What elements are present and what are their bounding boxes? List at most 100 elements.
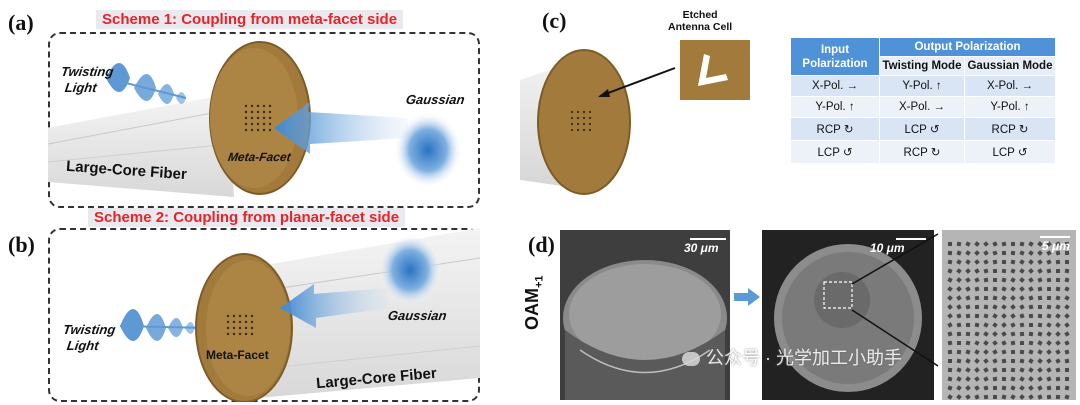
meta-facet-label-b: Meta-Facet (206, 348, 269, 362)
antenna-element (1010, 340, 1016, 346)
antenna-element (1028, 313, 1034, 319)
antenna-element (965, 286, 971, 292)
antenna-array-icon (226, 314, 254, 336)
antenna-element (956, 295, 962, 301)
antenna-element (965, 295, 971, 301)
antenna-element (1055, 268, 1061, 274)
antenna-element (1001, 241, 1007, 247)
antenna-element (965, 277, 971, 283)
scheme-2-illustration (119, 228, 480, 402)
antenna-element (1064, 322, 1070, 328)
antenna-element (965, 268, 971, 274)
antenna-element (956, 376, 962, 382)
antenna-element (983, 322, 989, 328)
twisting-light-icon (119, 309, 209, 341)
antenna-element (965, 376, 971, 382)
antenna-element (1028, 268, 1034, 274)
antenna-element (1037, 358, 1043, 364)
antenna-element (1028, 376, 1034, 382)
gaussian-beam-arrow (274, 102, 408, 154)
antenna-element (1037, 322, 1043, 328)
antenna-element (1010, 259, 1016, 265)
antenna-element (1064, 268, 1070, 274)
antenna-element (1046, 286, 1052, 292)
antenna-element (947, 304, 953, 310)
antenna-element (1055, 313, 1061, 319)
table-row: RCP ↻ LCP ↺ RCP ↻ (790, 117, 1057, 141)
antenna-element (1028, 385, 1034, 391)
antenna-element (974, 367, 980, 373)
antenna-element (947, 295, 953, 301)
antenna-element (983, 277, 989, 283)
antenna-element (1055, 367, 1061, 373)
sem-image-fiber-end (560, 230, 730, 400)
antenna-element (974, 268, 980, 274)
gaussian-spot-icon (378, 234, 442, 306)
antenna-element (1028, 259, 1034, 265)
antenna-element (965, 331, 971, 337)
antenna-element (1064, 277, 1070, 283)
antenna-element (1064, 331, 1070, 337)
antenna-element (1019, 295, 1025, 301)
antenna-element (1037, 295, 1043, 301)
scheme-1-box (48, 32, 480, 208)
antenna-element (1010, 349, 1016, 355)
antenna-element (1001, 376, 1007, 382)
antenna-element (947, 349, 953, 355)
antenna-element (974, 358, 980, 364)
antenna-element (1046, 394, 1052, 400)
antenna-element (1037, 376, 1043, 382)
antenna-element (947, 322, 953, 328)
antenna-element (974, 259, 980, 265)
antenna-element (992, 331, 998, 337)
table-cell: LCP ↺ (963, 140, 1057, 164)
antenna-element (974, 313, 980, 319)
antenna-element (992, 385, 998, 391)
antenna-element (1037, 241, 1043, 247)
antenna-element (947, 358, 953, 364)
antenna-element (1055, 286, 1061, 292)
antenna-element (1037, 349, 1043, 355)
antenna-element (947, 385, 953, 391)
antenna-element (947, 313, 953, 319)
antenna-element (974, 250, 980, 256)
antenna-element (947, 268, 953, 274)
panel-label-c: (c) (542, 8, 567, 33)
antenna-element (1010, 277, 1016, 283)
oam-label: OAM+1 (522, 275, 546, 330)
antenna-element (1001, 304, 1007, 310)
wechat-icon (682, 352, 700, 367)
table-header-input: Input Polarization (790, 37, 880, 76)
antenna-element (956, 277, 962, 283)
antenna-element (1055, 376, 1061, 382)
antenna-element (1028, 286, 1034, 292)
antenna-element (948, 242, 952, 246)
antenna-element (947, 286, 953, 292)
antenna-element (1019, 313, 1025, 319)
antenna-element (1010, 331, 1016, 337)
antenna-element (1046, 259, 1052, 265)
antenna-element (974, 331, 980, 337)
antenna-element (1010, 268, 1016, 274)
antenna-element (1010, 367, 1016, 373)
antenna-element (1010, 250, 1016, 256)
antenna-element (1028, 358, 1034, 364)
antenna-element (992, 394, 998, 400)
antenna-element (1037, 394, 1043, 400)
table-cell: LCP ↺ (879, 117, 965, 141)
antenna-element (1001, 385, 1007, 391)
antenna-element (1001, 358, 1007, 364)
antenna-element (956, 313, 962, 319)
antenna-element (974, 394, 980, 400)
antenna-element (956, 385, 962, 391)
table-subheader-gaussian: Gaussian Mode (963, 56, 1057, 76)
sem-image-meta-facet (762, 230, 934, 400)
antenna-element (983, 241, 989, 247)
antenna-element (974, 241, 980, 247)
antenna-element (1055, 331, 1061, 337)
antenna-element (1064, 259, 1070, 265)
antenna-element (1046, 358, 1052, 364)
polarization-table: Input Polarization Output Polarization T… (790, 37, 1057, 164)
antenna-element (1010, 313, 1016, 319)
antenna-element (965, 259, 971, 265)
